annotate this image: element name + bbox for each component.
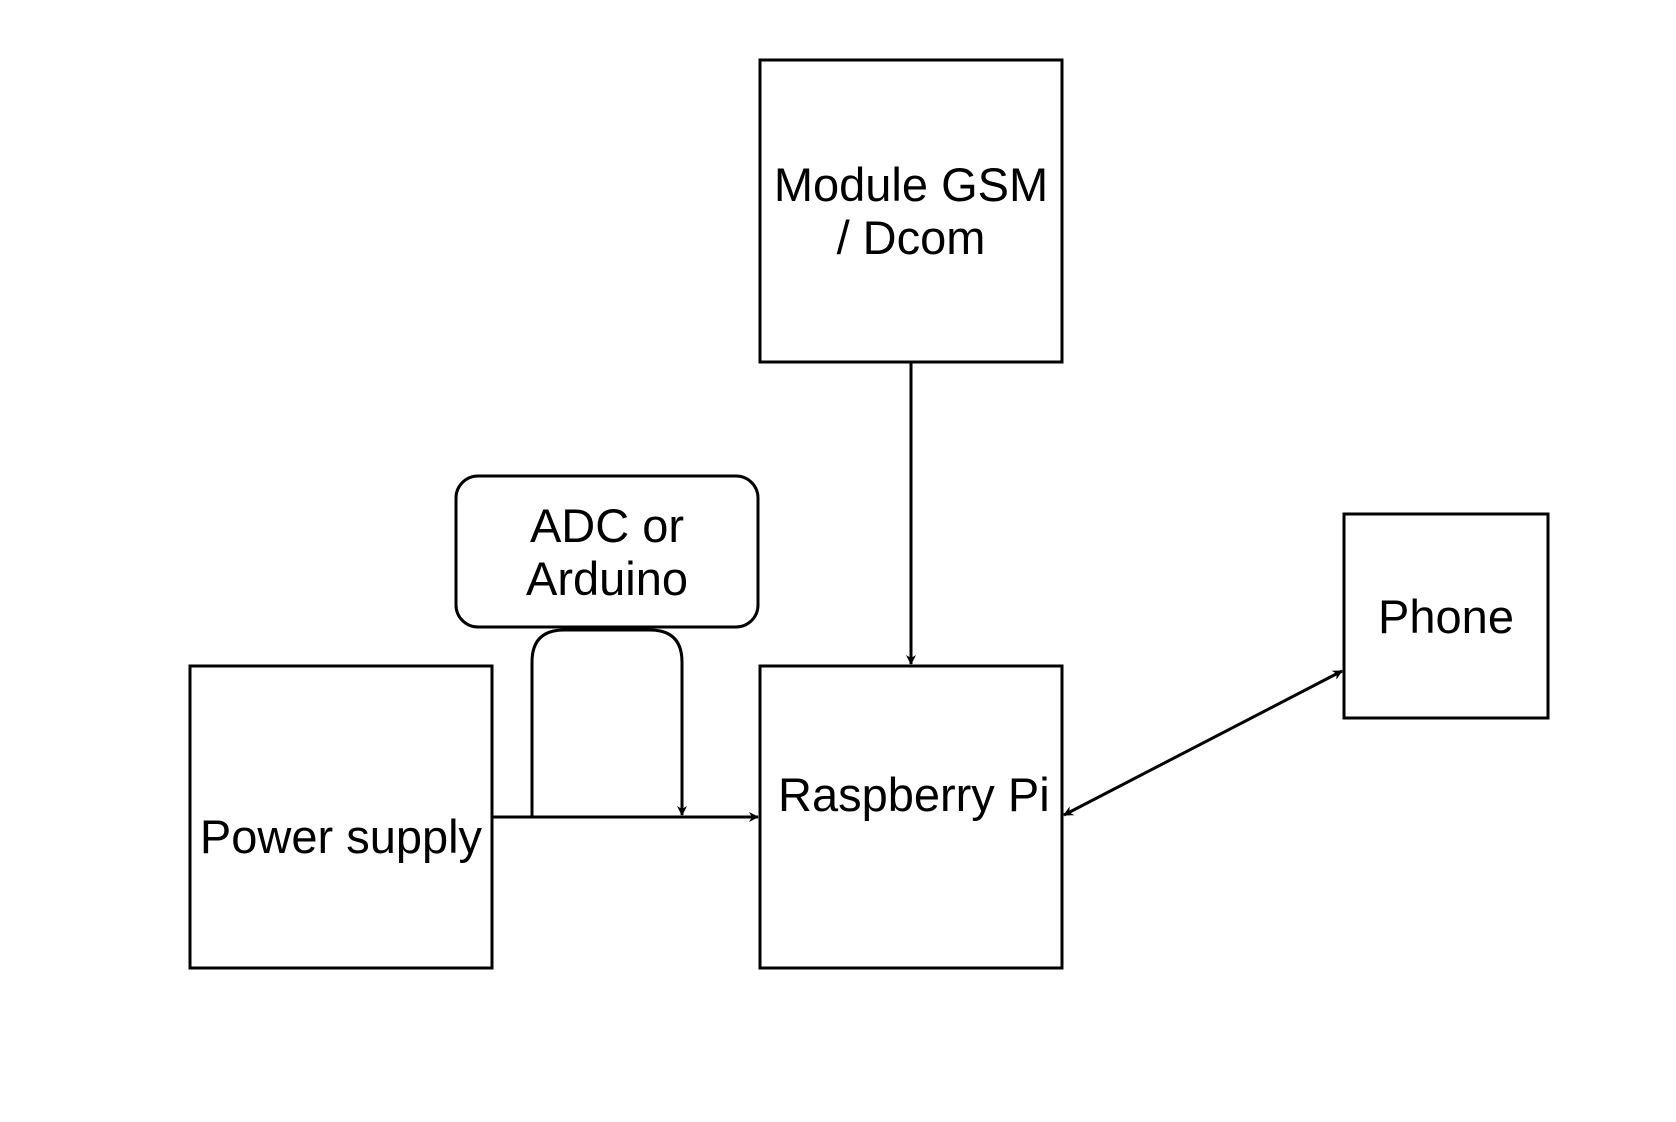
node-label-phone-text: Phone	[1378, 589, 1514, 643]
node-label-power-text: Power supply	[199, 809, 483, 863]
edge-pi-phone-bidirectional	[1063, 669, 1343, 817]
node-label-adc-text: ADC or Arduino	[526, 498, 688, 605]
node-label-power: Power supply	[190, 666, 492, 968]
node-box-gsm[interactable]	[758, 58, 1064, 364]
node-box-pi[interactable]	[758, 664, 1064, 970]
node-label-pi-text: Raspberry Pi	[778, 768, 1050, 821]
node-box-power[interactable]	[188, 664, 494, 970]
node-label-adc: ADC or Arduino	[456, 476, 758, 627]
node-label-phone: Phone	[1344, 514, 1548, 718]
edge-power-adc-loop	[530, 628, 687, 817]
node-label-pi: Raspberry Pi	[760, 666, 1062, 968]
node-box-phone[interactable]	[1342, 512, 1550, 720]
node-box-adc[interactable]	[454, 474, 760, 629]
node-label-gsm-text: Module GSM / Dcom	[773, 158, 1049, 264]
node-label-gsm: Module GSM / Dcom	[760, 60, 1062, 362]
